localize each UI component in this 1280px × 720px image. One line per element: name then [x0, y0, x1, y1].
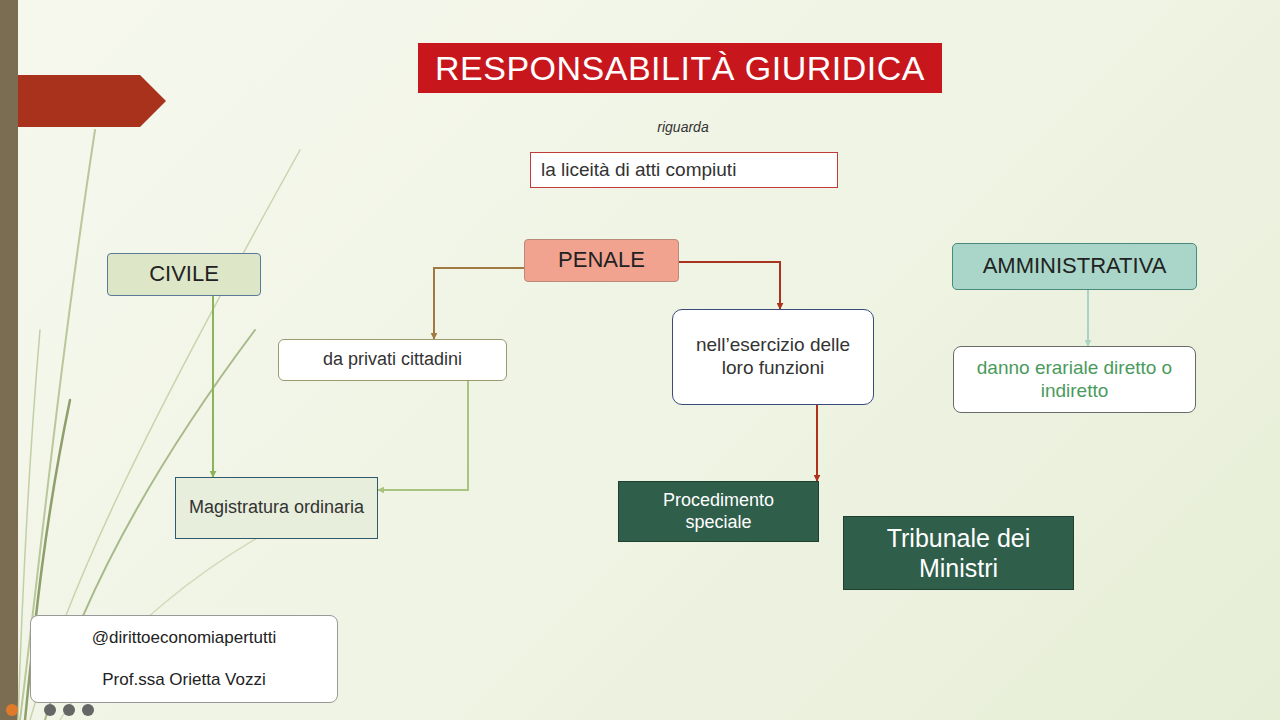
arrow-banner: [18, 75, 166, 127]
node-text: da privati cittadini: [323, 349, 462, 371]
condition-box: da privati cittadini: [278, 339, 507, 381]
node-text: CIVILE: [149, 261, 219, 287]
node-text: la liceità di atti compiuti: [541, 159, 736, 182]
node-text: nell’esercizio delle loro funzioni: [683, 334, 863, 380]
connector-arrow: [212, 296, 214, 477]
connector-arrow: [1087, 290, 1089, 346]
slide-nav-icons: [6, 704, 94, 716]
node-text: PENALE: [558, 247, 645, 273]
node-text: Prof.ssa Orietta Vozzi: [102, 670, 265, 690]
category-box: AMMINISTRATIVA: [952, 243, 1197, 290]
node-text: danno erariale diretto o indiretto: [964, 357, 1185, 403]
connector-arrow: [679, 262, 780, 309]
connector-arrow: [816, 405, 818, 481]
title-banner: RESPONSABILITÀ GIURIDICA: [418, 43, 942, 93]
relation-label: riguarda: [583, 119, 783, 135]
subject-box: la liceità di atti compiuti: [530, 152, 838, 188]
node-text: AMMINISTRATIVA: [983, 253, 1167, 279]
court-box: Tribunale dei Ministri: [843, 516, 1074, 590]
connector-arrow: [378, 381, 468, 490]
connector-arrow: [434, 268, 524, 339]
category-box: CIVILE: [107, 253, 261, 296]
court-box: Magistratura ordinaria: [175, 477, 378, 539]
condition-box: nell’esercizio delle loro funzioni: [672, 309, 874, 405]
category-box: PENALE: [524, 239, 679, 282]
node-text: Procedimento speciale: [629, 490, 808, 533]
credit-box: @dirittoeconomiapertuttiProf.ssa Orietta…: [30, 615, 338, 703]
procedure-box: Procedimento speciale: [618, 481, 819, 542]
condition-box: danno erariale diretto o indiretto: [953, 346, 1196, 413]
title-text: RESPONSABILITÀ GIURIDICA: [435, 49, 925, 88]
node-text: @dirittoeconomiapertutti: [92, 628, 277, 648]
node-text: Tribunale dei Ministri: [854, 523, 1063, 583]
node-text: Magistratura ordinaria: [189, 497, 364, 519]
side-bar: [0, 0, 18, 720]
